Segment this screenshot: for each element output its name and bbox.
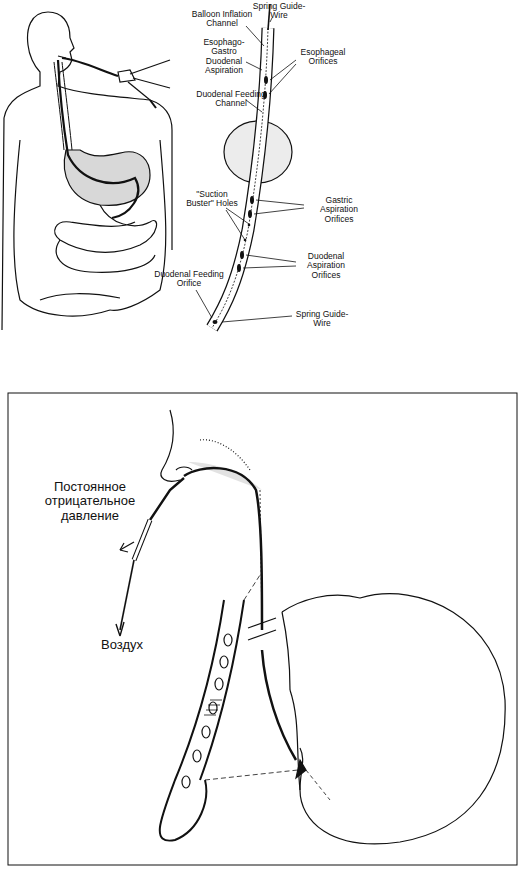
part-label: Esophago-Gastro Duodenal Aspiration [200,38,248,75]
part-label: Balloon Inflation Channel [190,10,254,29]
stomach-outline [282,594,505,844]
part-label: Duodenal Aspiration Orifices [298,252,354,280]
part-label: Постоянное отрицательное давление [30,480,150,523]
patient-figure [2,12,172,330]
part-label: Gastric Aspiration Orifices [306,196,372,224]
part-label: "Suction Buster" Holes [184,190,240,209]
part-label: Duodenal Feeding Channel [196,90,266,109]
part-label: Esophageal Orifices [298,48,348,67]
part-label: Воздух [92,638,152,652]
nose-profile [161,410,296,760]
part-label: Spring Guide-Wire [250,2,308,21]
part-label: Duodenal Feeding Orifice [150,270,228,289]
part-label: Spring Guide-Wire [294,310,350,329]
duodenum-detail [160,575,298,841]
catheter-detail [196,4,304,328]
